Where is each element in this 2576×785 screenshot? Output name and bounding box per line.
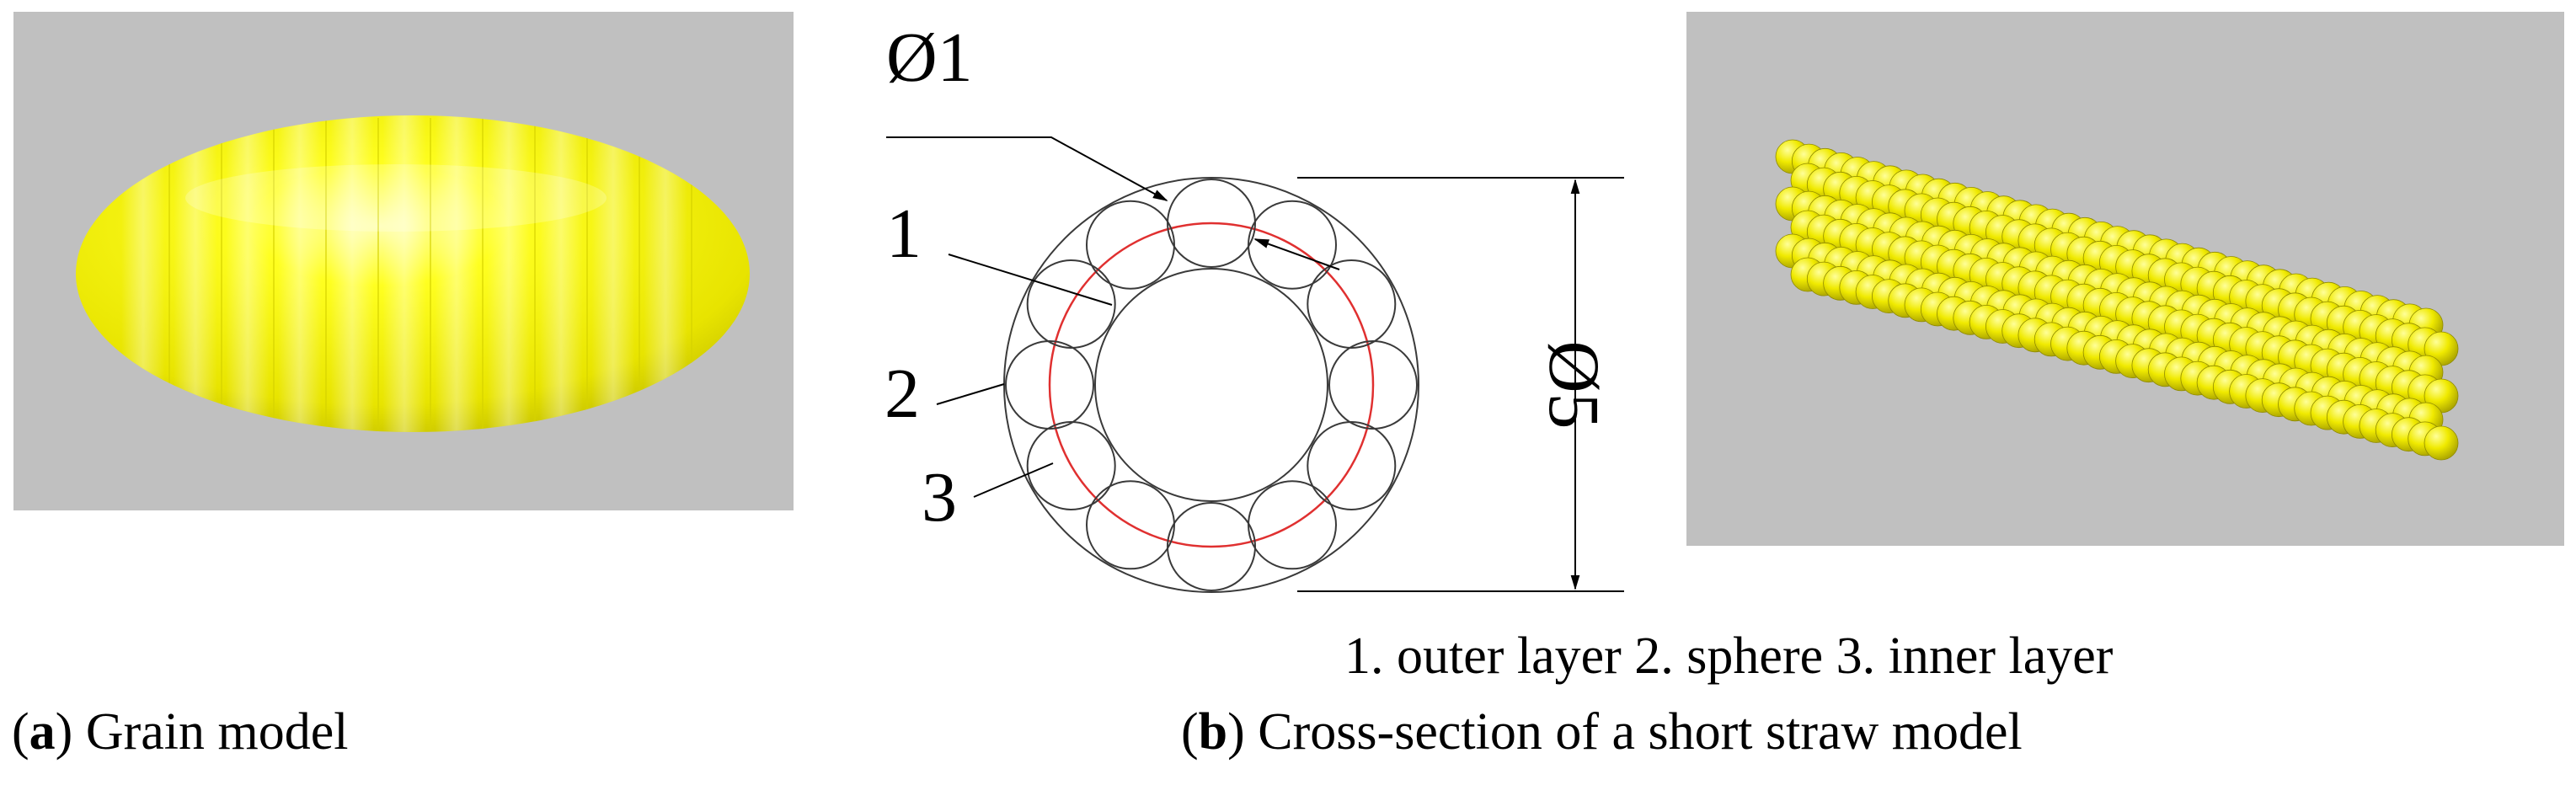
sphere-circle bbox=[1167, 179, 1256, 268]
callout-sphere-label: 2 bbox=[884, 355, 920, 433]
caption-a-letter: a bbox=[29, 703, 56, 761]
sphere-circle bbox=[1248, 200, 1337, 290]
straw-sphere bbox=[2424, 425, 2459, 461]
middle-sphere-circle bbox=[1048, 222, 1375, 548]
caption-b-text: Cross-section of a short straw model bbox=[1258, 703, 2023, 761]
caption-b-letter: b bbox=[1198, 703, 1228, 761]
sphere-circle bbox=[1005, 340, 1094, 430]
callout-sphere-leader bbox=[936, 383, 1005, 405]
cross-section-rings bbox=[1003, 177, 1419, 593]
grain-rib bbox=[330, 115, 374, 432]
callout-inner-label: 3 bbox=[922, 458, 957, 537]
callout-inner-leader bbox=[973, 462, 1054, 498]
grain-rib bbox=[539, 115, 583, 432]
grain-specular-highlight bbox=[185, 164, 607, 232]
sphere-circle bbox=[1248, 480, 1337, 570]
sphere-circle bbox=[1086, 200, 1175, 290]
cross-section-legend: 1. outer layer 2. sphere 3. inner layer bbox=[1344, 627, 2114, 685]
sphere-ring bbox=[1005, 179, 1418, 591]
callout-outer-leader bbox=[948, 254, 1113, 306]
panel-a-grain-model bbox=[13, 12, 794, 510]
grain-rib bbox=[487, 115, 531, 432]
panel-b-cross-section: Ø5 Ø1 1 2 3 bbox=[884, 19, 1624, 593]
grain-rib bbox=[382, 115, 426, 432]
sphere-circle bbox=[1307, 259, 1397, 349]
caption-a-text: Grain model bbox=[85, 703, 349, 761]
sphere-circle bbox=[1026, 259, 1116, 349]
grain-rib bbox=[278, 115, 322, 432]
sphere-circle bbox=[1026, 421, 1116, 510]
sphere-circle bbox=[1167, 502, 1256, 591]
grain-rib bbox=[174, 115, 217, 432]
grain-rib bbox=[226, 115, 270, 432]
large-diameter-label: Ø5 bbox=[1534, 340, 1615, 429]
small-dim-arrow bbox=[1253, 238, 1340, 270]
callout-outer-label: 1 bbox=[886, 195, 922, 273]
grain-particle-image bbox=[76, 115, 750, 432]
caption-b: (b) Cross-section of a short straw model bbox=[1181, 703, 2023, 761]
small-diameter-label: Ø1 bbox=[886, 19, 973, 97]
sphere-circle bbox=[1328, 340, 1418, 430]
inner-layer-circle bbox=[1094, 268, 1328, 502]
straw-particle-model-icon bbox=[1775, 139, 2459, 461]
small-dim-leader bbox=[886, 136, 1168, 201]
outer-layer-circle bbox=[1003, 177, 1419, 593]
sphere-circle bbox=[1307, 421, 1397, 510]
grain-rib bbox=[591, 115, 635, 432]
grain-rib bbox=[435, 115, 478, 432]
caption-a: (a) Grain model bbox=[12, 703, 349, 761]
sphere-circle bbox=[1086, 480, 1175, 570]
panel-c-straw-model bbox=[1686, 12, 2564, 546]
grain-rib-highlights bbox=[121, 115, 692, 432]
